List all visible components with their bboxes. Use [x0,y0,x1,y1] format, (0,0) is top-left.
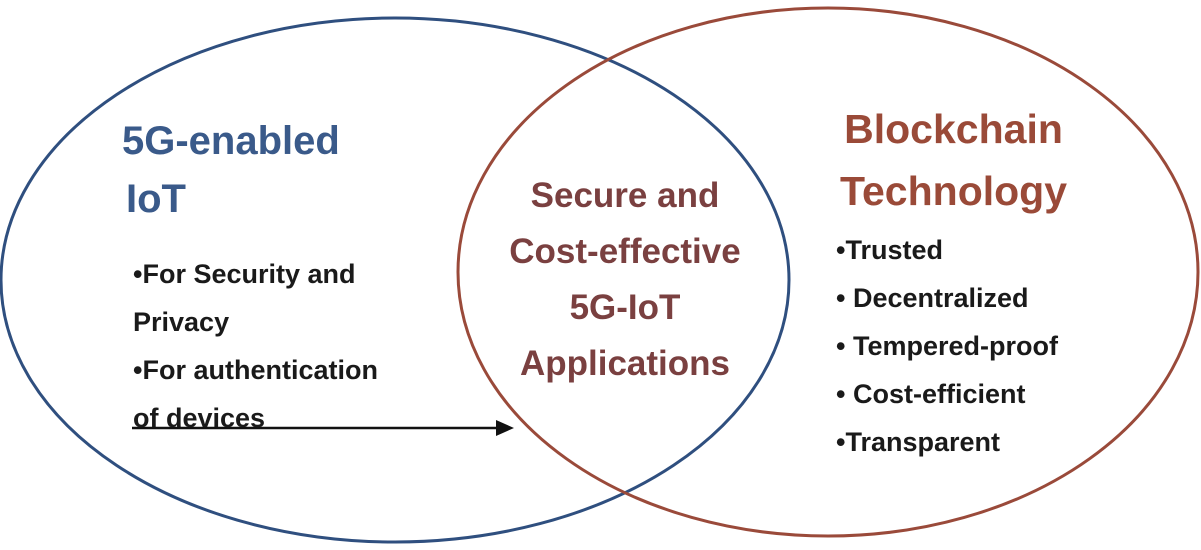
left-set-circle [0,16,791,544]
right-bullet-line-1: •Trusted [836,235,943,265]
left-bullet-line-2: Privacy [133,307,230,337]
right-bullet-line-2: • Decentralized [836,283,1029,313]
right-set-circle [456,6,1200,538]
left-title-line-2: IoT [126,177,186,221]
intersection-label: Secure and Cost-effective 5G-IoT Applica… [492,168,758,392]
intersection-line-3: 5G-IoT [569,288,681,327]
left-bullet-line-1: •For Security and [133,259,356,289]
intersection-line-2: Cost-effective [509,232,741,271]
arrow-to-intersection [132,420,514,436]
right-set-title: Blockchain Technology [840,98,1067,222]
intersection-line-4: Applications [519,344,731,383]
right-title-line-2: Technology [840,168,1068,214]
right-set-bullets: •Trusted • Decentralized • Tempered-proo… [836,226,1058,466]
left-set-bullets: •For Security and Privacy •For authentic… [133,250,378,442]
intersection-line-1: Secure and [530,176,720,215]
left-bullet-line-4: of devices [133,403,266,433]
right-bullet-line-5: •Transparent [836,427,1001,457]
right-bullet-line-4: • Cost-efficient [836,379,1026,409]
left-bullet-line-3: •For authentication [133,355,378,385]
right-title-line-1: Blockchain [844,106,1063,152]
right-bullet-line-3: • Tempered-proof [836,331,1058,361]
left-title-line-1: 5G-enabled [122,119,340,163]
left-set-title: 5G-enabled IoT [122,112,340,228]
